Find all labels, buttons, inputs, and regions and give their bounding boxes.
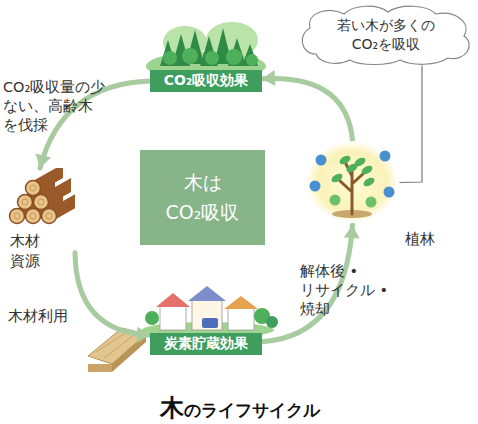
effect-label: CO₂吸収効果 [150,70,262,92]
effect-label: 炭素貯蔵効果 [150,333,262,355]
node-text: 炭素貯蔵効果 [164,335,248,353]
edge-label: 木材利用 [8,307,88,326]
node-text: 若い木が多くのCO₂を吸収 [330,16,442,54]
caption: 木のライフサイクル [110,392,370,424]
center-box: 木は CO₂吸収 [140,150,265,245]
node-text: 木材資源 [10,232,42,271]
planting-node: 植林 [305,140,400,225]
speech-bubble: 若い木が多くのCO₂を吸収 [296,4,476,66]
cycle-arrow [262,70,353,140]
sapling-illustration [305,140,400,225]
node-text: 植林 [405,230,435,249]
bubble-outline [296,4,476,66]
cycle-arrow [75,253,150,343]
node-text: CO₂吸収効果 [164,72,248,90]
houses-illustration [142,286,278,338]
edge-label: CO₂吸収量の少ない、高齢木を伐採 [3,78,107,135]
callout-line [400,66,422,183]
logs-illustration [5,168,75,228]
node-text: 木は CO₂吸収 [162,168,243,227]
timber-node: 木材資源 [5,168,75,274]
edge-label: 解体後 •リサイクル •焼却 [300,262,396,319]
